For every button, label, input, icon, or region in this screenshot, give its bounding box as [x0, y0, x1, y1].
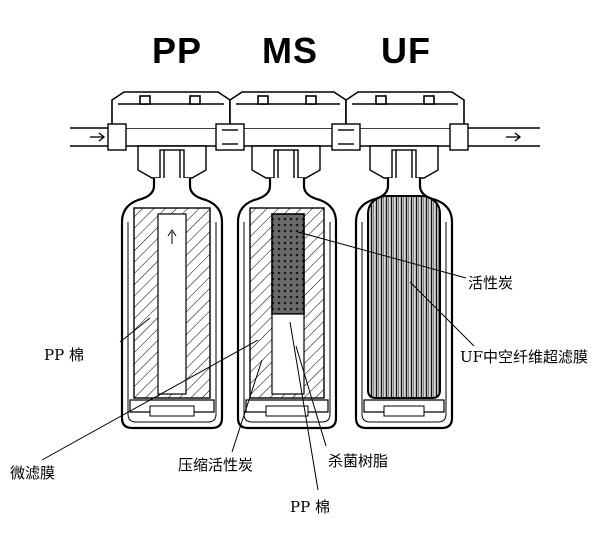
- label-activated-carbon: 活性炭: [468, 274, 514, 292]
- label-micro-membrane: 微滤膜: [10, 464, 56, 482]
- canister-ms: [236, 178, 338, 430]
- leader-lines: [41, 231, 475, 491]
- label-pp-cotton-left: PP 棉: [44, 346, 84, 364]
- inlet-arrow-icon: [90, 132, 106, 142]
- pipe-connectors: [107, 123, 469, 151]
- outlet-arrow-icon: [506, 132, 522, 142]
- label-uf-fiber-membrane: UF中空纤维超滤膜: [460, 348, 589, 366]
- title-pp: PP: [152, 30, 203, 71]
- title-ms: MS: [262, 30, 318, 71]
- canister-pp: [120, 178, 224, 430]
- canister-uf: [354, 178, 454, 430]
- water-pipe: [70, 127, 540, 147]
- housing-top-caps: [111, 91, 465, 128]
- label-pp-cotton-bottom: PP 棉: [290, 498, 330, 516]
- title-uf: UF: [381, 30, 431, 71]
- label-compressed-carbon: 压缩活性炭: [178, 456, 254, 474]
- label-antibacterial-resin: 杀菌树脂: [328, 452, 389, 470]
